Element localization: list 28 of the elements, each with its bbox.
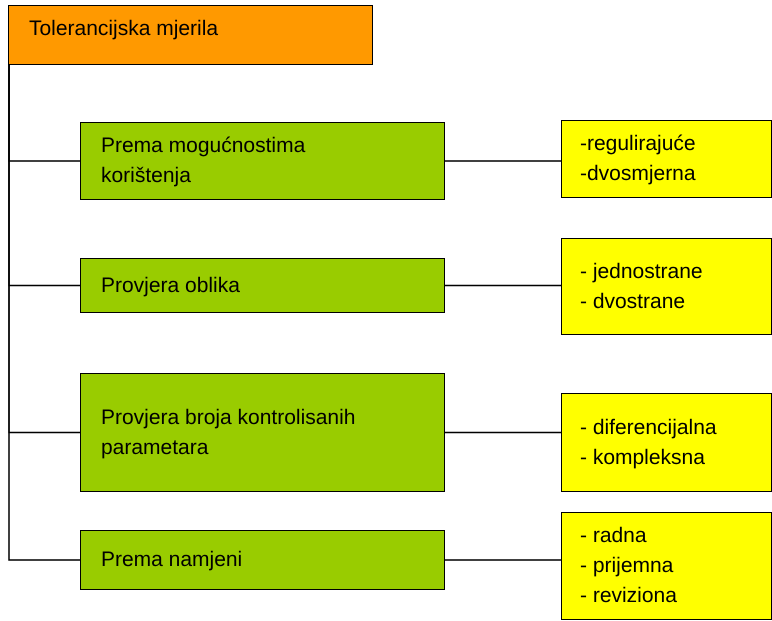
type-item-text: -dvosmjerna (580, 161, 697, 187)
type-item-text: - jednostrane (580, 258, 704, 284)
type-item-text: - kompleksna (580, 444, 706, 470)
type-item-text: -regulirajuće (580, 131, 697, 157)
connector-line (445, 432, 561, 434)
category-box (80, 530, 445, 590)
connector-line (445, 160, 561, 162)
category-text: Provjera oblika (101, 272, 241, 298)
category-box (80, 258, 445, 313)
title-text: Tolerancijska mjerila (29, 16, 220, 42)
connector-line (445, 284, 561, 286)
category-text: Provjera broja kontrolisanih parametara (101, 404, 356, 460)
category-text: Prema namjeni (101, 547, 244, 573)
type-item-text: - prijemna (580, 553, 674, 579)
type-list-box (561, 512, 772, 620)
category-text: Prema mogućnostima korištenja (101, 133, 306, 189)
type-item-text: - diferencijalna (580, 414, 718, 440)
type-item-text: - reviziona (580, 583, 678, 609)
type-item-text: - dvostrane (580, 288, 686, 314)
connector-line (8, 65, 80, 561)
type-item-text: - radna (580, 523, 648, 549)
title-box (8, 5, 373, 65)
type-list-box (561, 238, 772, 335)
category-box (80, 373, 445, 492)
category-box (80, 122, 445, 200)
type-list-box (561, 393, 772, 492)
connector-line (445, 559, 561, 561)
type-list-box (561, 120, 772, 198)
